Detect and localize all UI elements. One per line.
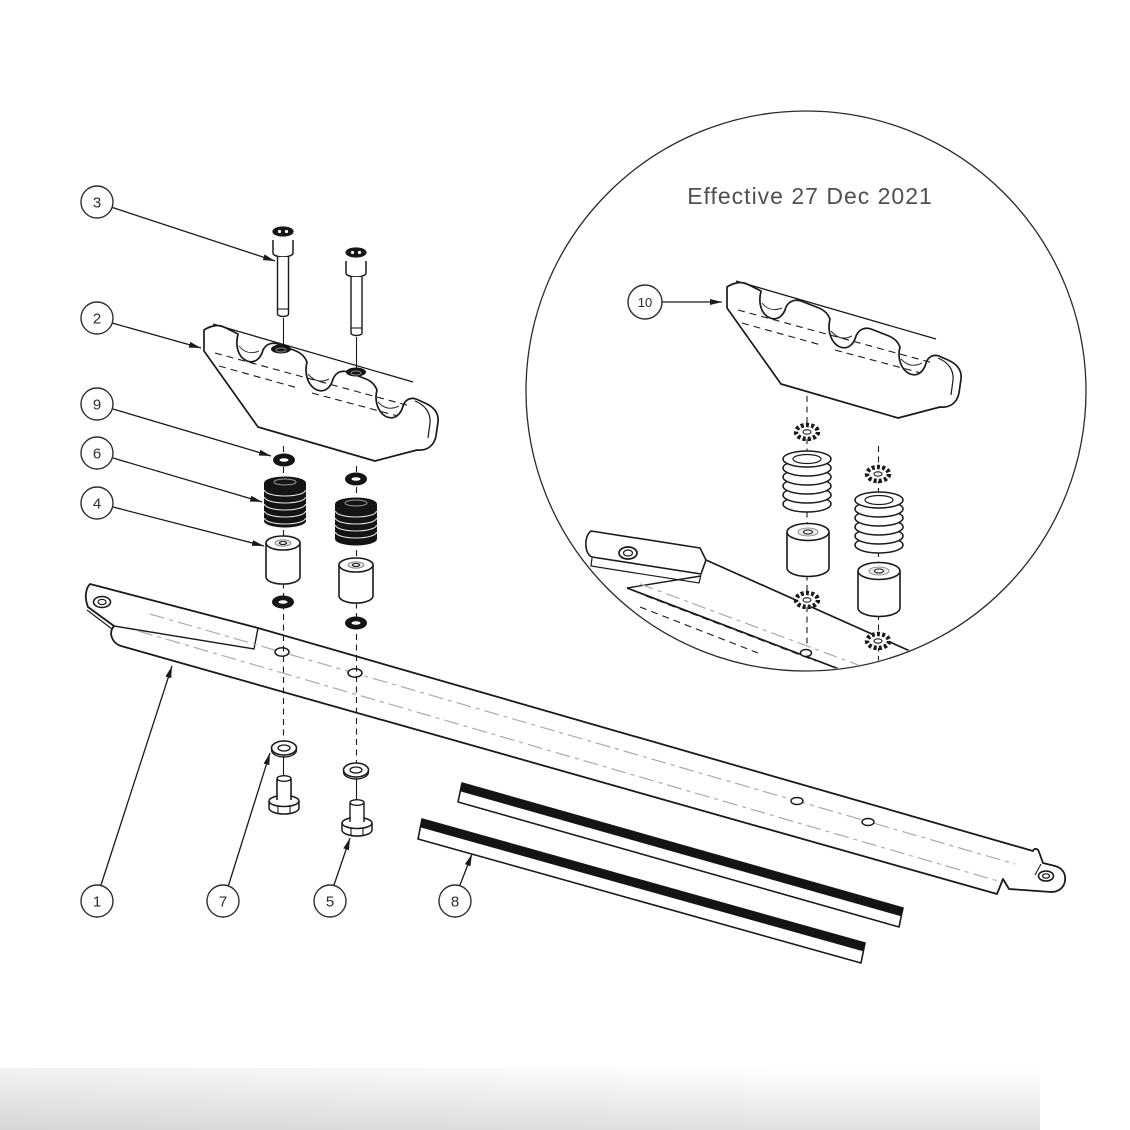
leader-3 — [110, 206, 276, 262]
spacer-right — [338, 557, 374, 604]
callout-5: 5 — [313, 884, 347, 918]
leader-7 — [227, 752, 271, 888]
assembly-axes — [282, 318, 358, 801]
lock-washer — [345, 616, 367, 630]
flat-washer-right — [342, 762, 370, 780]
callout-4: 4 — [80, 486, 114, 520]
mount-plate — [84, 583, 1067, 895]
detail-lock-washer — [793, 422, 821, 442]
callout-1-label: 1 — [93, 894, 101, 911]
callout-6: 6 — [80, 436, 114, 470]
leader-6 — [112, 457, 263, 503]
callout-10-label: 10 — [638, 295, 652, 310]
plate-hole — [347, 668, 363, 678]
main-exploded-view — [84, 226, 1067, 964]
leader-1 — [100, 665, 173, 886]
leader-4 — [112, 506, 265, 547]
detail-lock-washer — [864, 464, 892, 484]
lock-washer — [345, 472, 367, 486]
wear-strip-upper — [457, 782, 904, 928]
leader-9 — [112, 408, 272, 457]
callout-9-label: 9 — [93, 397, 101, 414]
detail-spring-right — [854, 491, 904, 554]
spring-right — [334, 497, 378, 546]
callout-8: 8 — [438, 884, 472, 918]
lock-washer — [272, 595, 294, 609]
callout-3-label: 3 — [93, 195, 101, 212]
callout-3: 3 — [80, 185, 114, 219]
detail-lock-washer — [864, 631, 892, 651]
callout-7-label: 7 — [219, 894, 227, 911]
center-line — [137, 630, 999, 882]
callouts: 3 2 9 6 4 1 7 5 — [80, 185, 663, 918]
callout-5-label: 5 — [326, 894, 334, 911]
carriage-bolt-left — [268, 775, 300, 815]
detail-lock-washer — [793, 590, 821, 610]
callout-4-label: 4 — [93, 496, 101, 513]
clamp-block — [203, 323, 439, 462]
callout-2-label: 2 — [93, 311, 101, 328]
plate-hole — [790, 796, 804, 806]
flat-washer-left — [270, 740, 298, 758]
leader-8 — [459, 853, 473, 886]
lock-washer — [273, 453, 295, 467]
detail-spacer-left — [786, 522, 830, 578]
center-line — [149, 613, 1016, 865]
detail-view: Effective 27 Dec 2021 — [525, 110, 1087, 672]
wear-strip-lower — [417, 818, 866, 964]
cap-screw-right — [345, 247, 367, 337]
plate-hole — [861, 817, 875, 827]
callout-6-label: 6 — [93, 446, 101, 463]
spring-left — [263, 476, 307, 528]
leader-2 — [111, 322, 202, 349]
callout-10: 10 — [627, 284, 663, 320]
callout-8-label: 8 — [451, 894, 459, 911]
carriage-bolt-right — [341, 799, 373, 837]
cap-screw-left — [272, 226, 294, 318]
leader-5 — [333, 837, 351, 886]
callout-7: 7 — [206, 884, 240, 918]
spacer-left — [265, 535, 301, 585]
detail-spring-left — [782, 450, 832, 513]
effective-date-note: Effective 27 Dec 2021 — [687, 183, 933, 209]
callout-9: 9 — [80, 387, 114, 421]
plate-hole — [274, 647, 290, 657]
leader-lines — [100, 206, 722, 888]
callout-1: 1 — [80, 884, 114, 918]
detail-spacer-right — [857, 561, 901, 618]
callout-2: 2 — [80, 301, 114, 335]
